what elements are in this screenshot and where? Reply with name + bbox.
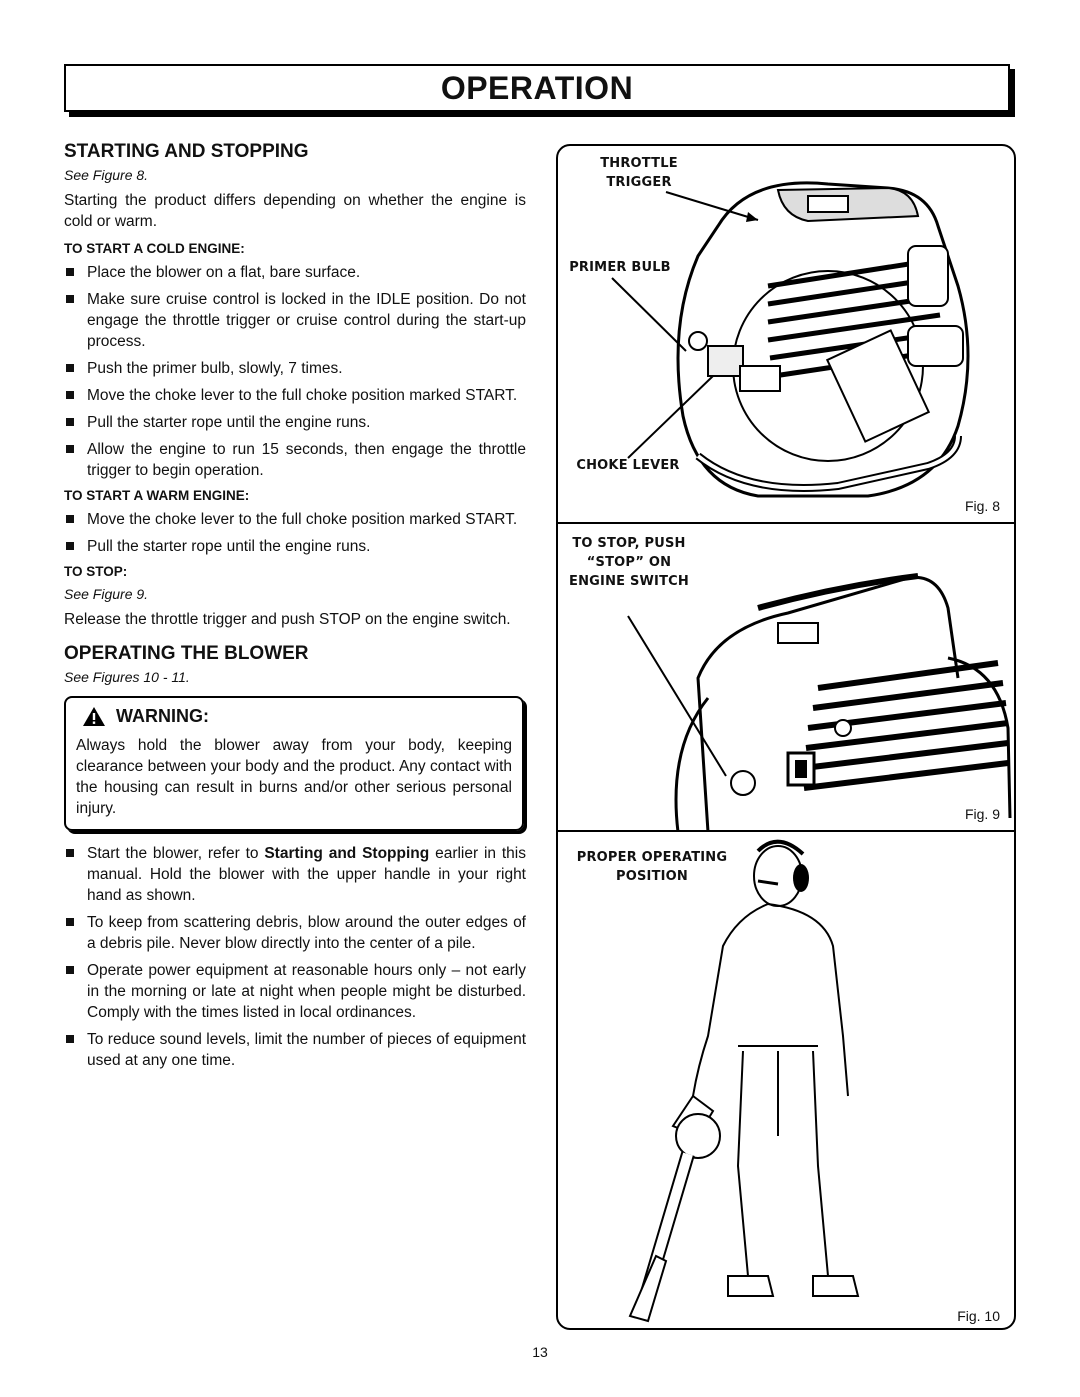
figure-panel: THROTTLE TRIGGER PRIMER BULB CHOKE LEVER…	[556, 144, 1016, 1330]
page-number: 13	[532, 1344, 548, 1360]
stop-see-figure: See Figure 9.	[64, 586, 149, 602]
operating-title: OPERATING THE BLOWER	[64, 643, 309, 664]
warning-text: Always hold the blower away from your bo…	[76, 737, 512, 817]
fig9-caption: Fig. 9	[964, 806, 1000, 822]
warm-engine-heading: TO START A WARM ENGINE:	[64, 488, 250, 503]
list-item: Make sure cruise control is locked in th…	[64, 289, 526, 352]
warning-triangle-icon	[82, 706, 106, 727]
cold-engine-heading: TO START A COLD ENGINE:	[64, 241, 245, 256]
list-item: Move the choke lever to the full choke p…	[64, 385, 526, 406]
cross-reference: Starting and Stopping	[264, 845, 430, 862]
leader-line-fig9	[627, 615, 727, 777]
operating-list: Start the blower, refer to Starting and …	[64, 843, 526, 1071]
section-banner: OPERATION	[64, 64, 1010, 112]
list-item: Allow the engine to run 15 seconds, then…	[64, 439, 526, 481]
warm-engine-list: Move the choke lever to the full choke p…	[64, 509, 526, 557]
label-stop-switch: TO STOP, PUSH “STOP” ON ENGINE SWITCH	[569, 536, 689, 589]
list-item: Move the choke lever to the full choke p…	[64, 509, 526, 530]
to-stop-heading: TO STOP:	[64, 564, 128, 579]
list-item: Pull the starter rope until the engine r…	[64, 412, 526, 433]
warning-title: WARNING:	[116, 706, 209, 726]
label-choke-lever: CHOKE LEVER	[576, 458, 680, 473]
operating-see-figures: See Figures 10 - 11.	[64, 669, 190, 685]
starting-title: STARTING AND STOPPING	[64, 141, 309, 162]
list-item: Start the blower, refer to Starting and …	[64, 843, 526, 906]
list-item: Operate power equipment at reasonable ho…	[64, 960, 526, 1023]
list-item: To keep from scattering debris, blow aro…	[64, 912, 526, 954]
label-primer-bulb: PRIMER BULB	[569, 260, 671, 275]
label-operating-position: PROPER OPERATING POSITION	[576, 850, 728, 884]
divider	[558, 522, 1014, 524]
operator-with-blower-illustration	[628, 839, 860, 1323]
starting-see-figure: See Figure 8.	[64, 167, 149, 183]
leader-lines-fig8	[611, 191, 759, 459]
divider	[558, 830, 1014, 832]
engine-switch-closeup-illustration	[674, 573, 1012, 832]
blower-engine-illustration	[676, 181, 970, 498]
fig10-caption: Fig. 10	[957, 1308, 1000, 1324]
banner-title: OPERATION	[440, 69, 634, 106]
starting-intro: Starting the product differs depending o…	[64, 192, 526, 230]
list-item: Pull the starter rope until the engine r…	[64, 536, 526, 557]
cold-engine-list: Place the blower on a flat, bare surface…	[64, 262, 526, 481]
label-throttle-trigger: THROTTLE TRIGGER	[600, 156, 678, 190]
stop-text: Release the throttle trigger and push ST…	[64, 611, 511, 628]
list-item: To reduce sound levels, limit the number…	[64, 1029, 526, 1071]
warning-box: WARNING: Always hold the blower away fro…	[64, 696, 524, 831]
list-item: Push the primer bulb, slowly, 7 times.	[64, 358, 526, 379]
fig8-caption: Fig. 8	[964, 498, 1000, 514]
left-column: STARTING AND STOPPING See Figure 8. Star…	[64, 140, 526, 1077]
list-item: Place the blower on a flat, bare surface…	[64, 262, 526, 283]
